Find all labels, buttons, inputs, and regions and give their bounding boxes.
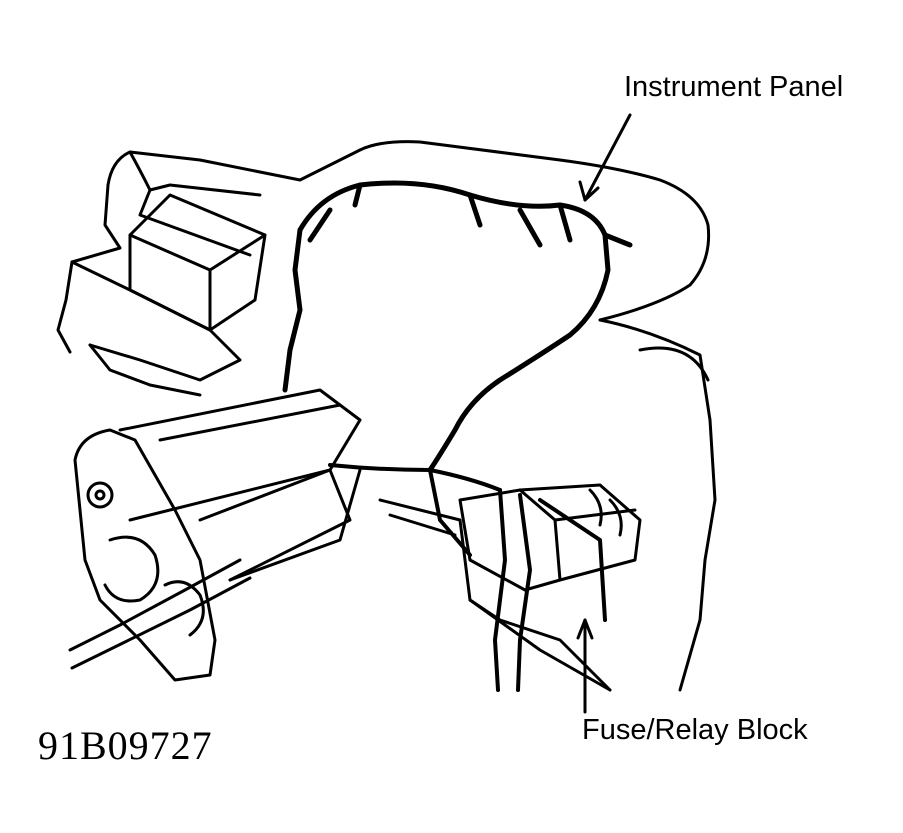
steering-column [118,388,362,582]
steering-gear-housing [68,428,252,682]
fuse-relay-block-shape [458,483,642,592]
figure-id: 91B09727 [38,723,213,768]
leader-lines [576,113,632,714]
right-kick-panel [378,318,717,692]
lower-harness [328,463,607,692]
dash-top-shell [56,140,711,354]
instrument-panel-callout: Instrument Panel [624,71,844,103]
fuse-relay-block-callout: Fuse/Relay Block [582,714,808,746]
cluster-housing [70,193,267,397]
main-harness [282,180,633,473]
